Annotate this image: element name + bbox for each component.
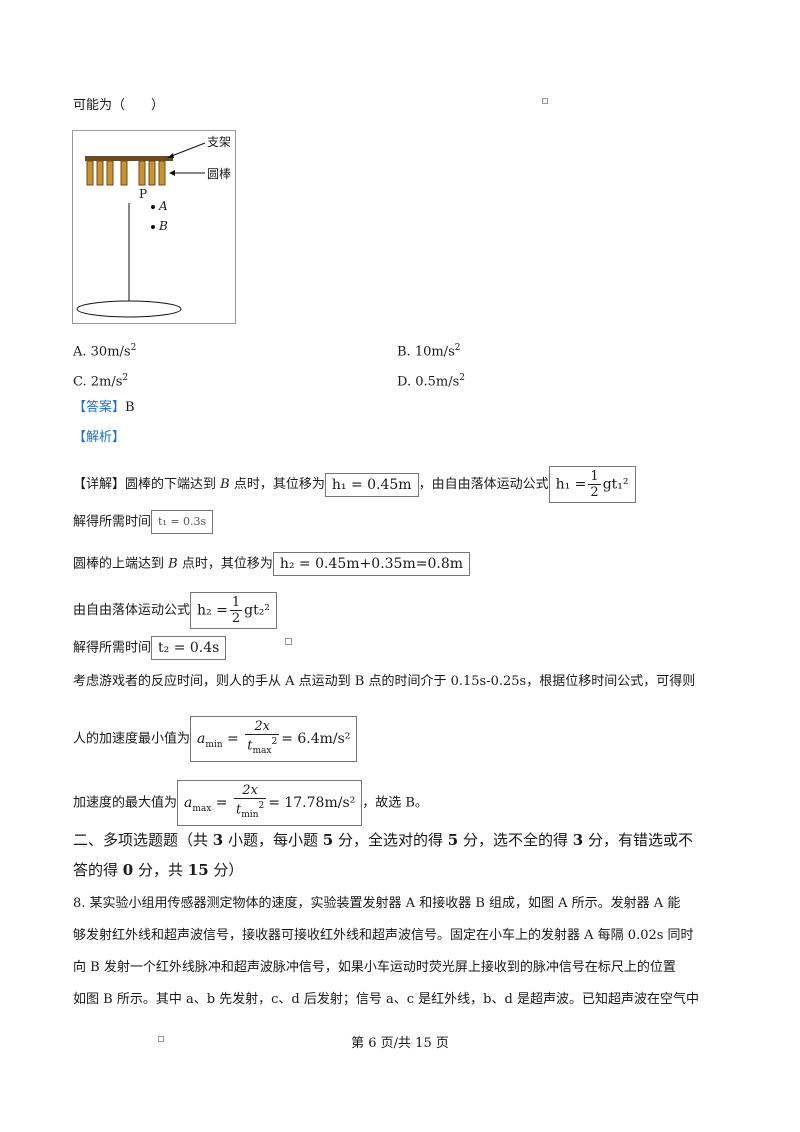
formula-h1: h₁ = 0.45m xyxy=(324,472,419,497)
label-bracket: 支架 xyxy=(207,135,232,149)
label-rod: 圆棒 xyxy=(207,167,232,181)
option-c: C. 2m/s2 xyxy=(73,373,129,390)
formula-h2: h₂ = 0.45m+0.35m=0.8m xyxy=(272,552,470,576)
page-footer: 第 6 页/共 15 页 xyxy=(351,1036,449,1051)
answer-line: 【答案】B xyxy=(73,400,135,415)
label-b: B xyxy=(159,219,168,233)
q8-line-1: 8. 某实验小组用传感器测定物体的速度，实验装置发射器 A 和接收器 B 组成，… xyxy=(73,896,681,911)
formula-t2: t₂ = 0.4s xyxy=(151,636,227,660)
marker-square xyxy=(542,98,548,104)
formula-t1: t₁ = 0.3s xyxy=(151,510,214,534)
apparatus-diagram xyxy=(76,142,206,318)
rods xyxy=(86,160,166,186)
option-b: B. 10m/s2 xyxy=(397,343,461,360)
detail-line-6: 考虑游戏者的反应时间，则人的手从 A 点运动到 B 点的时间介于 0.15s-0… xyxy=(73,674,696,689)
section-heading-1: 二、多项选题题（共 3 小题，每小题 5 分，全选对的得 5 分，选不全的得 3… xyxy=(73,831,693,849)
q8-line-4: 如图 B 所示。其中 a、b 先发射，c、d 后发射；信号 a、c 是红外线，b… xyxy=(73,992,699,1007)
bracket-bar xyxy=(85,156,173,161)
option-d: D. 0.5m/s2 xyxy=(397,373,466,390)
option-a: A. 30m/s2 xyxy=(73,343,137,360)
label-p: P xyxy=(139,187,148,201)
q8-line-3: 向 B 发射一个红外线脉冲和超声波脉冲信号，如果小车运动时荧光屏上接收到的脉冲信… xyxy=(73,960,676,975)
question-tail: 可能为（ ） xyxy=(73,98,165,113)
label-a: A xyxy=(159,199,168,213)
section-heading-2: 答的得 0 分，共 15 分） xyxy=(73,861,244,879)
marker-square-3 xyxy=(158,1036,164,1042)
apparatus-figure: 支架 圆棒 P A B xyxy=(72,130,236,324)
q8-line-2: 够发射红外线和超声波信号，接收器可接收红外线和超声波信号。固定在小车上的发射器 … xyxy=(73,928,694,943)
analysis-label: 【解析】 xyxy=(73,430,126,445)
marker-square-2 xyxy=(285,638,292,645)
